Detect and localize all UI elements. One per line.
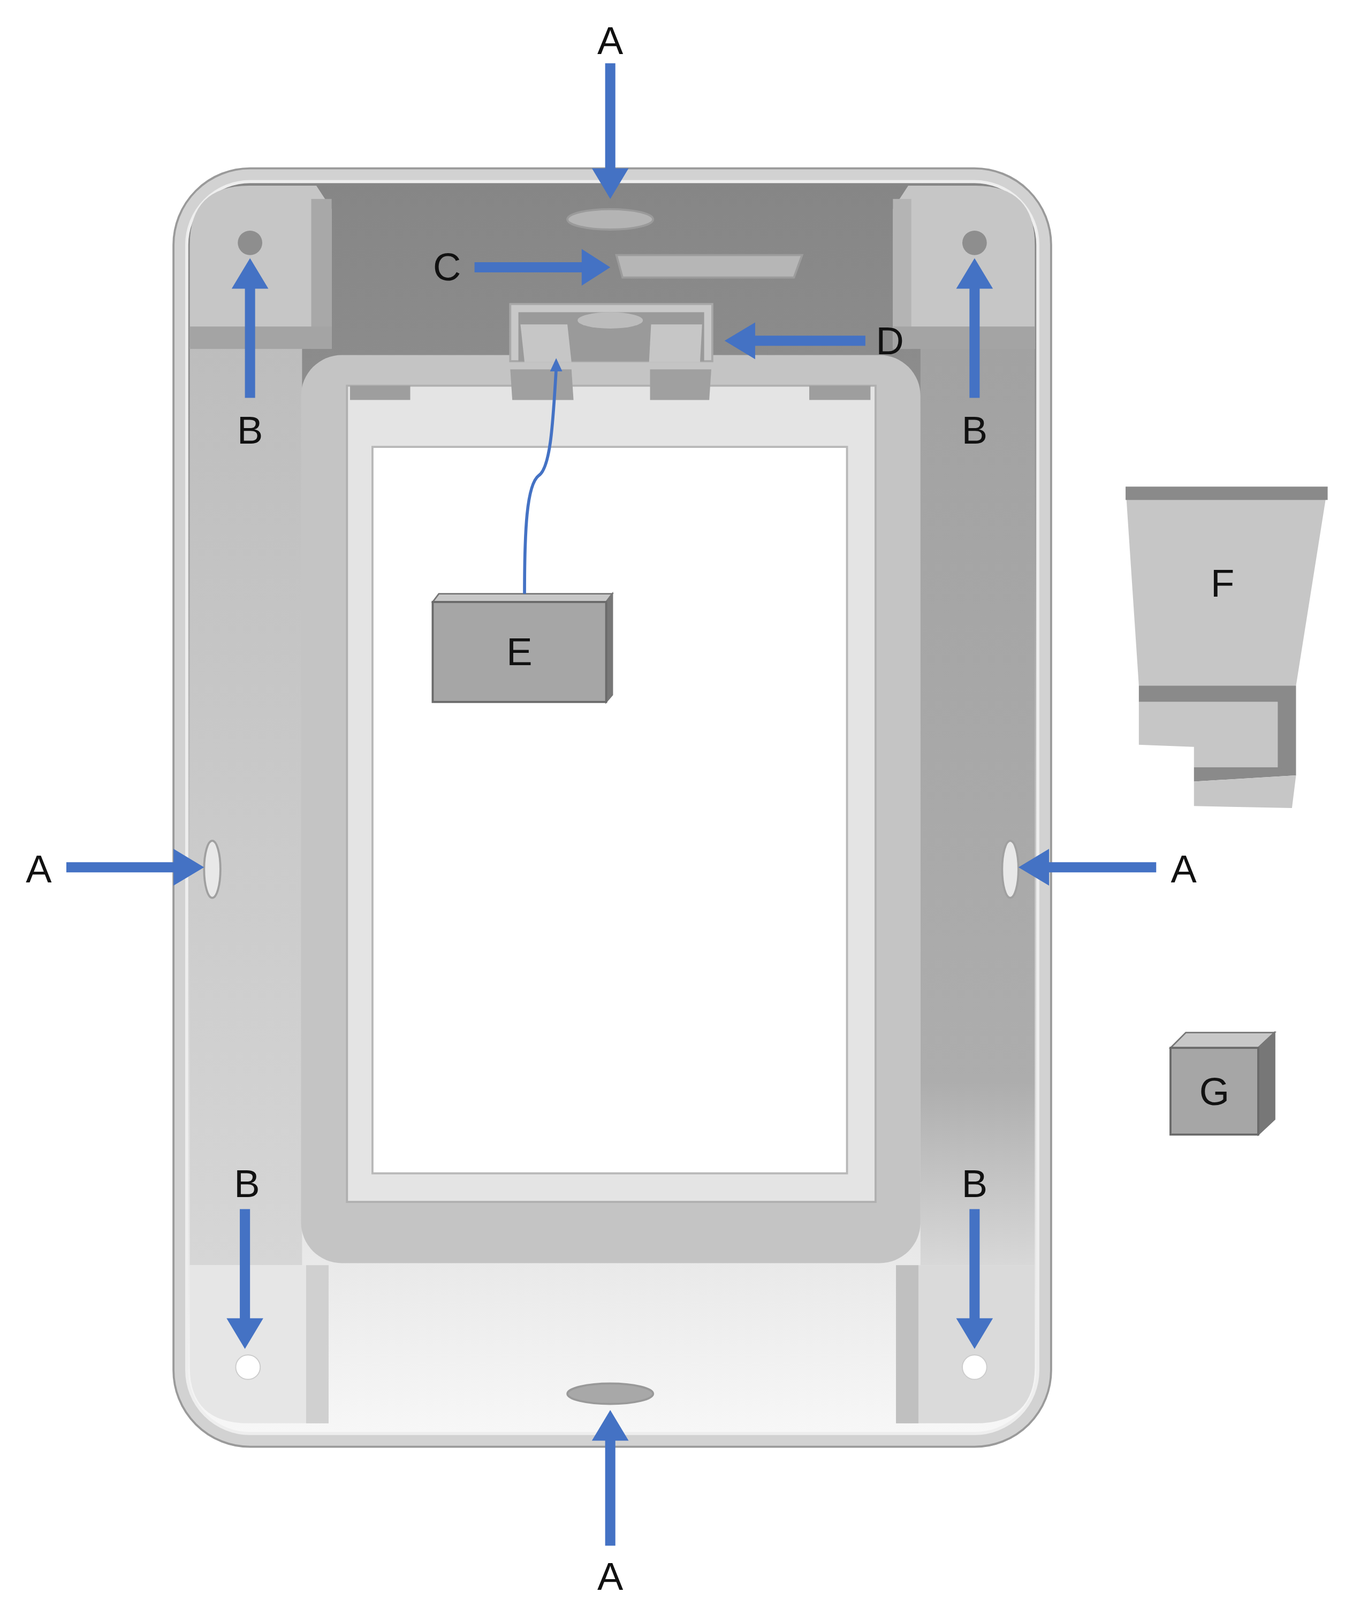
part-box: E: [432, 602, 606, 703]
callout-letter: B: [233, 1164, 260, 1204]
arrow-head: [173, 848, 204, 886]
post-face: [311, 199, 332, 349]
part-body: [1138, 702, 1278, 768]
arrow-head: [550, 358, 563, 372]
clip-block: [510, 369, 574, 400]
post-face: [306, 1265, 329, 1424]
arrow-shaft: [753, 335, 866, 346]
part-side: [1258, 1032, 1275, 1136]
arrow-head: [956, 1318, 994, 1349]
screw-hole: [962, 230, 987, 256]
corner-post: [895, 1265, 1035, 1424]
part-letter: G: [1199, 1072, 1230, 1111]
leader-line: [524, 369, 557, 594]
clip-block: [650, 369, 712, 400]
arrow-shaft: [969, 286, 980, 399]
callout-letter: B: [237, 411, 263, 450]
tab: [809, 385, 871, 401]
post-face: [895, 1265, 919, 1424]
arrow-shaft: [245, 286, 256, 399]
arrow-shaft: [66, 862, 176, 873]
post-face: [190, 326, 332, 349]
post-face: [892, 326, 1035, 349]
inner-frame: [300, 355, 921, 1264]
inner-lip: [346, 385, 876, 1203]
arrow-head: [724, 322, 756, 360]
clip-jaw: [520, 324, 572, 363]
arrow-shaft: [605, 1438, 616, 1546]
arrow-head: [581, 248, 611, 286]
clip-jaw: [649, 324, 703, 363]
part-box: F: [1134, 502, 1311, 666]
part-top: [432, 594, 613, 603]
corner-post: [190, 1265, 329, 1424]
part-letter: F: [1210, 564, 1235, 603]
screw-hole: [962, 1355, 987, 1380]
corner-post: [892, 185, 1035, 349]
part-letter: E: [506, 632, 533, 672]
part-body: [1194, 775, 1297, 809]
arrow-head: [231, 257, 269, 289]
outer-rim: [173, 168, 1052, 1448]
arrow-shaft: [969, 1209, 980, 1321]
arrow-shaft: [474, 262, 584, 273]
part-edge: [1138, 685, 1297, 776]
part-edge: [1125, 486, 1328, 500]
opening: [372, 446, 848, 1174]
hole: [567, 209, 653, 230]
arrow-head: [591, 168, 629, 200]
slot: [616, 255, 803, 278]
housing: [173, 168, 1052, 1448]
hole: [577, 312, 643, 329]
part-e: [432, 594, 613, 703]
hole: [203, 840, 221, 899]
tab: [350, 385, 410, 401]
callout-letter: C: [432, 247, 461, 287]
part-box: G: [1170, 1047, 1259, 1135]
callout-arrows: [66, 63, 1157, 1546]
part-front: [432, 602, 606, 703]
arrow-head: [591, 1410, 629, 1441]
callout-letter: A: [1171, 849, 1197, 889]
left-wall: [190, 346, 303, 1266]
callout-letter: A: [597, 21, 623, 60]
screw-hole: [235, 1355, 261, 1380]
callout-letter: D: [875, 321, 904, 361]
hole: [1001, 840, 1019, 899]
arrow-shaft: [1046, 862, 1157, 873]
hole: [567, 1383, 653, 1404]
part-body: [1125, 486, 1328, 686]
arrow-head: [1018, 848, 1050, 886]
screw-hole: [237, 230, 263, 256]
arrow-head: [956, 257, 994, 289]
arrow-shaft: [239, 1209, 250, 1321]
right-wall: [920, 346, 1036, 1266]
floor: [186, 181, 1038, 1434]
part-top: [1170, 1032, 1275, 1049]
part-front: [1170, 1047, 1259, 1135]
arrow-head: [226, 1318, 264, 1349]
arrow-shaft: [605, 63, 616, 171]
part-g: [1170, 1032, 1275, 1136]
part-f: [1125, 486, 1328, 809]
callout-letter: A: [597, 1557, 623, 1597]
callout-letter: A: [25, 849, 52, 889]
corner-post: [190, 185, 332, 349]
callout-letter: B: [961, 411, 988, 450]
callout-letter: B: [961, 1164, 988, 1204]
